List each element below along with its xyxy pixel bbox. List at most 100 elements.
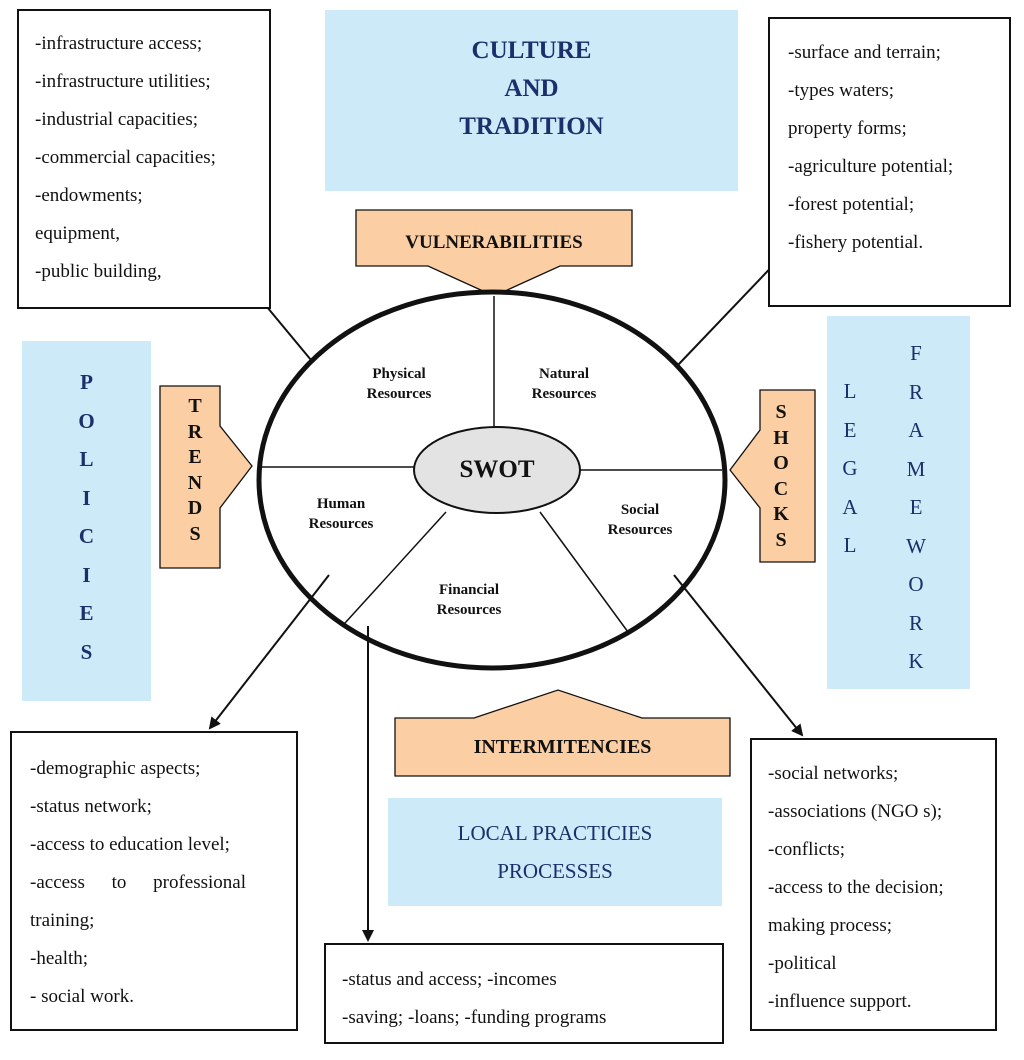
list-item: -conflicts; xyxy=(768,839,846,860)
framework-letter: F xyxy=(910,341,922,365)
segment-label-line: Resources xyxy=(531,386,597,402)
list-item: -agriculture potential; xyxy=(788,156,954,177)
list-item: -social networks; xyxy=(768,763,899,784)
list-item: -access to education level; xyxy=(30,834,230,855)
legal-framework-panel: L E G A L F R A M E W O R K xyxy=(827,316,970,689)
policies-letter: C xyxy=(78,524,95,548)
segment-financial: Financial Resources xyxy=(415,580,523,620)
segment-natural: Natural Resources xyxy=(510,364,618,404)
list-item: -access to the decision; xyxy=(768,877,944,898)
framework-letter: W xyxy=(906,533,926,558)
list-item: -infrastructure utilities; xyxy=(35,71,211,92)
legal-letter: E xyxy=(843,417,857,442)
financial-resources-box: -status and access; -incomes -saving; -l… xyxy=(324,943,724,1044)
list-item: -public building, xyxy=(35,261,162,282)
arrow-social xyxy=(673,574,804,737)
culture-line: TRADITION xyxy=(459,113,604,140)
shocks-label: S H O C K S xyxy=(765,400,797,553)
list-item: - social work. xyxy=(30,986,134,1007)
trends-letter: T xyxy=(188,395,202,417)
framework-letter: A xyxy=(908,418,924,442)
list-item: -surface and terrain; xyxy=(788,42,941,63)
trends-letter: D xyxy=(187,497,203,519)
list-item: -infrastructure access; xyxy=(35,33,203,54)
segment-label-line: Resources xyxy=(308,516,374,532)
trends-label: T R E N D S xyxy=(178,394,212,547)
segment-label-line: Resources xyxy=(366,386,432,402)
local-practices-panel: LOCAL PRACTICIES PROCESSES xyxy=(388,798,722,906)
framework-letter: R xyxy=(908,379,923,404)
framework-letter: M xyxy=(906,456,926,481)
list-item: -industrial capacities; xyxy=(35,109,199,130)
legal-letter: L xyxy=(843,379,857,403)
trends-letter: R xyxy=(187,420,203,443)
shocks-letter: S xyxy=(775,401,787,423)
legal-letter: A xyxy=(842,494,858,519)
social-resources-box: -social networks; -associations (NGO s);… xyxy=(750,738,997,1031)
culture-line: AND xyxy=(504,75,559,102)
shocks-letter: S xyxy=(775,528,787,551)
list-item: -forest potential; xyxy=(788,194,915,215)
arrow-natural xyxy=(677,254,784,366)
segment-social: Social Resources xyxy=(586,500,694,540)
culture-line: CULTURE xyxy=(471,37,592,64)
swot-label: SWOT xyxy=(459,456,535,483)
framework-letter: O xyxy=(908,572,924,596)
policies-letter: E xyxy=(79,601,94,625)
vulnerabilities-arrow xyxy=(355,209,633,297)
natural-resources-box: -surface and terrain; -types waters; pro… xyxy=(768,17,1011,307)
list-item: -status network; xyxy=(30,796,152,817)
list-item: -associations (NGO s); xyxy=(768,801,943,822)
list-item: making process; xyxy=(768,915,893,936)
shocks-letter: C xyxy=(773,477,789,500)
framework-letter: E xyxy=(909,495,923,519)
list-item: training; xyxy=(30,910,95,931)
human-resources-box: -demographic aspects; -status network; -… xyxy=(10,731,298,1031)
policies-letter: O xyxy=(78,408,95,433)
divider-bottom-left xyxy=(344,511,447,624)
segment-label-line: Natural xyxy=(539,366,589,382)
shocks-letter: K xyxy=(773,503,789,525)
list-item: equipment, xyxy=(35,223,120,244)
segment-label-line: Physical xyxy=(372,366,426,382)
legal-letter: L xyxy=(843,533,857,557)
policies-panel: P O L I C I E S xyxy=(22,341,151,701)
shocks-letter: H xyxy=(773,426,789,449)
policies-letter: P xyxy=(80,370,93,394)
segment-physical: Physical Resources xyxy=(345,364,453,404)
trends-letter: E xyxy=(188,446,202,468)
intermitencies-label: INTERMITENCIES xyxy=(473,736,652,758)
swot-ellipse xyxy=(413,426,581,514)
intermitencies-arrow xyxy=(394,689,731,777)
list-item: -health; xyxy=(30,948,89,969)
list-item: -endowments; xyxy=(35,185,143,206)
policies-letter: L xyxy=(79,447,94,471)
physical-resources-box: -infrastructure access; -infrastructure … xyxy=(17,9,271,309)
local-practices-line: LOCAL PRACTICIES xyxy=(457,821,653,845)
trends-letter: S xyxy=(189,522,201,545)
trends-arrow xyxy=(159,385,253,569)
list-item: -fishery potential. xyxy=(788,232,924,253)
culture-tradition-panel: CULTURE AND TRADITION xyxy=(325,10,738,191)
local-practices-line: PROCESSES xyxy=(497,859,613,883)
vulnerabilities-label: VULNERABILITIES xyxy=(405,232,583,253)
list-item: -access to professional xyxy=(30,872,246,893)
list-item: property forms; xyxy=(788,118,907,139)
segment-label-line: Human xyxy=(316,496,366,512)
policies-letter: I xyxy=(82,562,91,587)
policies-letter: S xyxy=(80,639,93,664)
arrow-human xyxy=(208,574,330,730)
segment-label-line: Resources xyxy=(436,602,502,618)
list-item: -influence support. xyxy=(768,991,912,1012)
segment-label-line: Financial xyxy=(438,582,499,598)
list-item: -status and access; -incomes xyxy=(342,969,557,990)
list-item: -types waters; xyxy=(788,80,895,101)
shocks-arrow xyxy=(729,389,816,563)
list-item: -political xyxy=(768,953,837,974)
segment-label-line: Resources xyxy=(607,522,673,538)
list-item: -commercial capacities; xyxy=(35,147,216,168)
segment-human: Human Resources xyxy=(287,494,395,534)
framework-letter: K xyxy=(908,649,924,673)
list-item: -demographic aspects; xyxy=(30,758,201,779)
